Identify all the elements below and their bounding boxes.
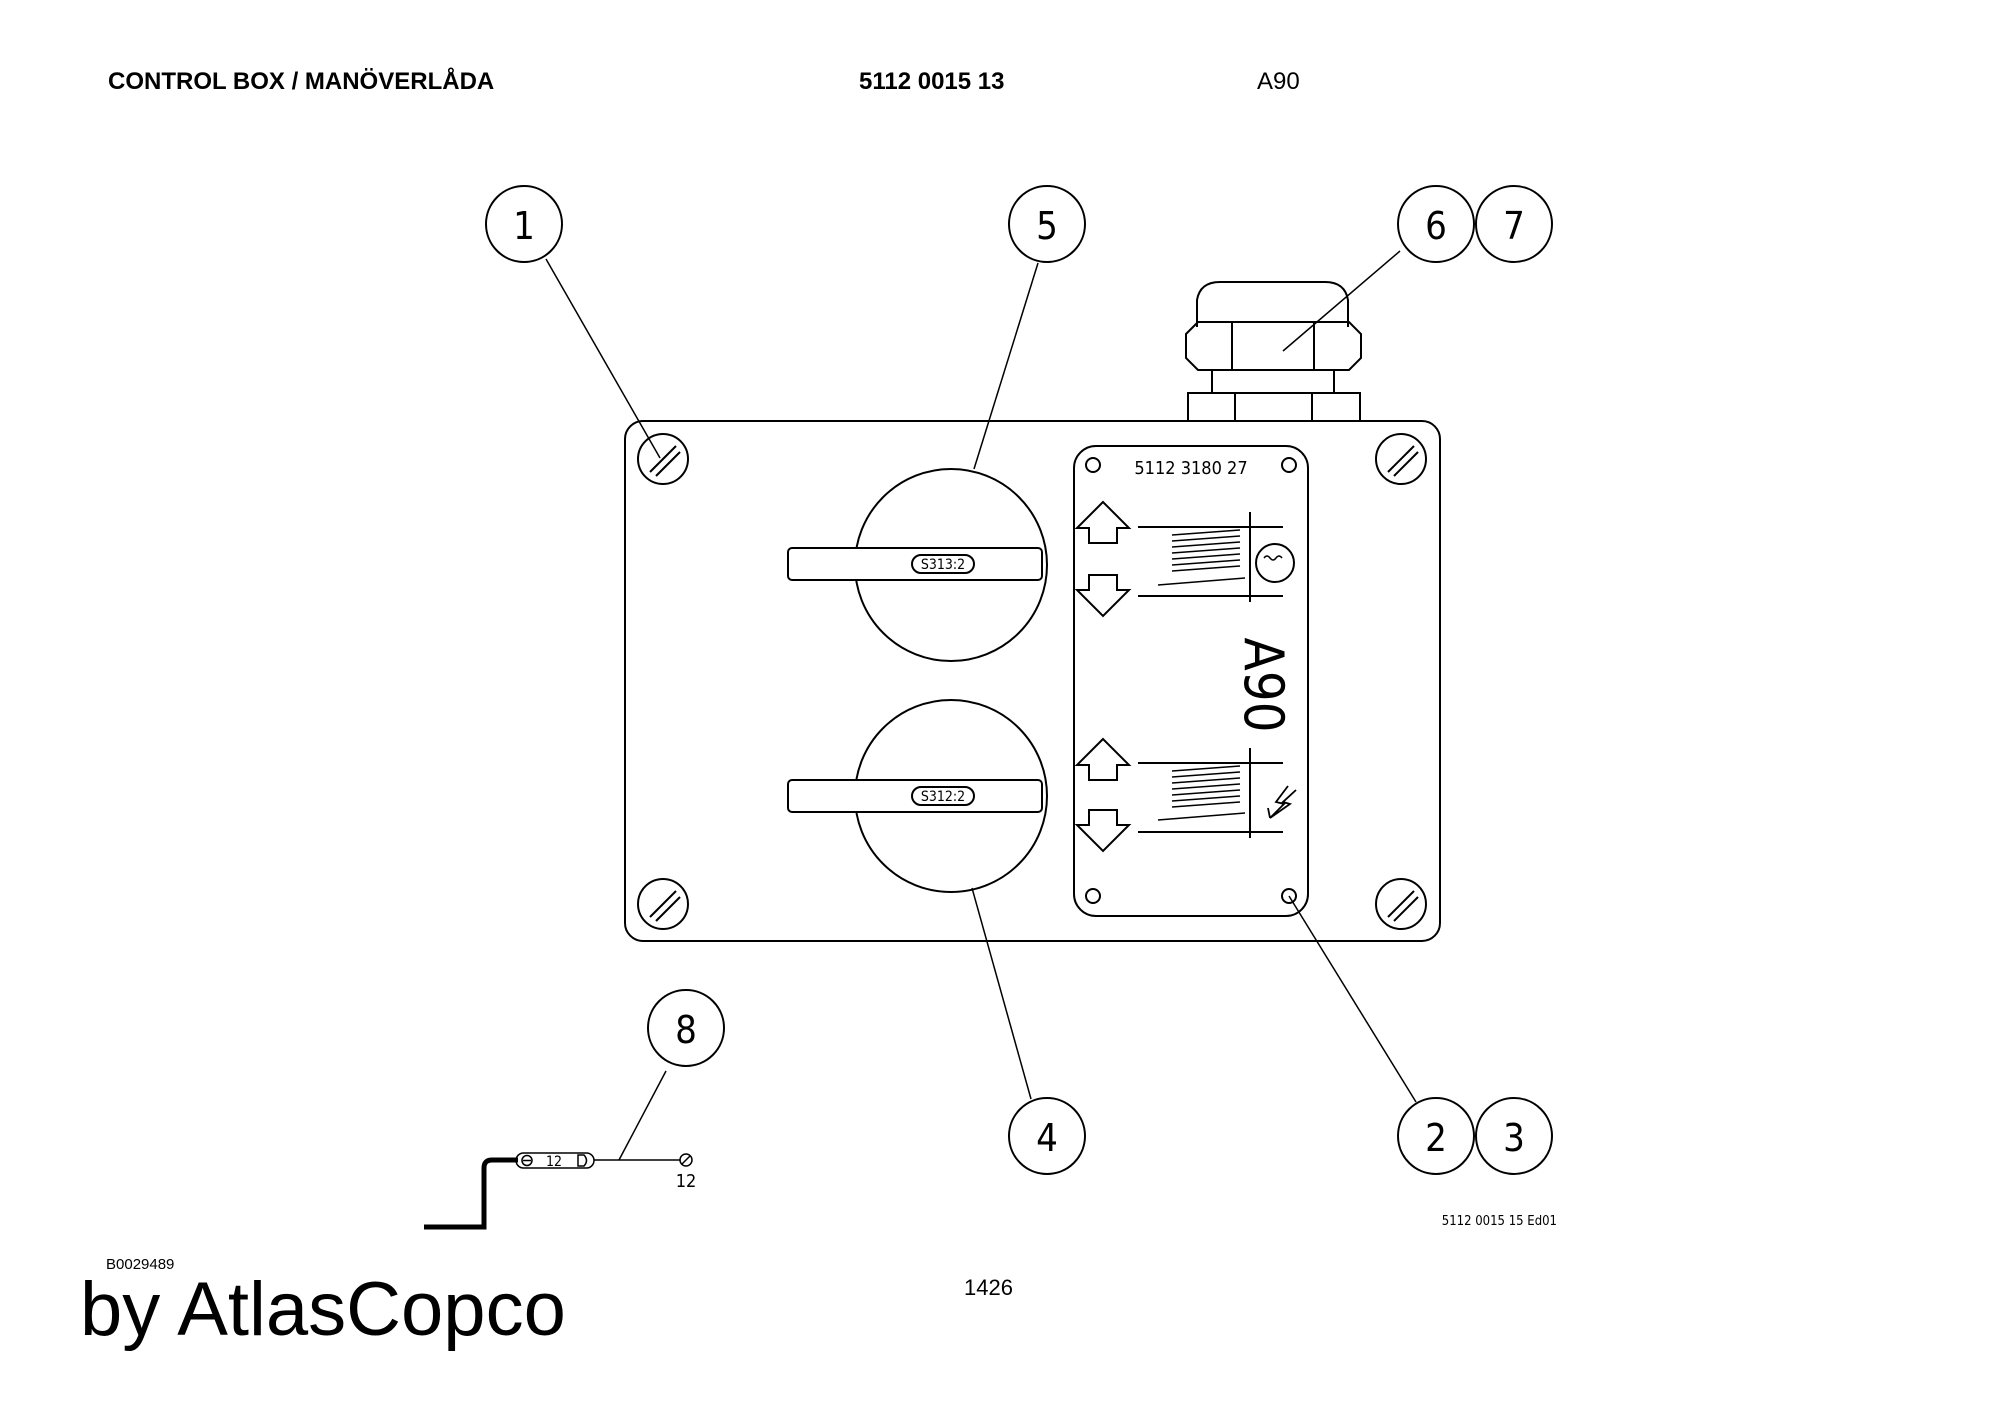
callout-1: 1 (485, 185, 563, 263)
switch-tag: S312:2 (921, 789, 965, 805)
hex-key-detail: 12 12 (424, 1152, 697, 1230)
switch-tag: S313:2 (921, 557, 965, 573)
svg-text:5: 5 (1036, 204, 1058, 248)
screw-icon (637, 433, 689, 485)
callout-6: 6 (1397, 185, 1475, 263)
svg-text:4: 4 (1036, 1116, 1058, 1160)
arrow-up-icon (1074, 500, 1132, 544)
speed-ramp-icon (1157, 765, 1246, 821)
screw-icon (637, 878, 689, 930)
svg-text:6: 6 (1425, 204, 1447, 248)
part-number: 5112 0015 13 (859, 68, 1005, 95)
plate-model: A90 (1232, 637, 1295, 732)
callout-7: 7 (1475, 185, 1553, 263)
reference-code: B0029489 (106, 1256, 175, 1273)
plate-part-number: 5112 3180 27 (1134, 458, 1247, 479)
callout-8: 8 (647, 989, 725, 1067)
page-title: CONTROL BOX / MANÖVERLÅDA (108, 68, 495, 95)
arrow-down-icon (1074, 574, 1132, 618)
svg-text:2: 2 (1425, 1116, 1447, 1160)
label-plate: 5112 3180 27 A90 (1073, 445, 1309, 917)
hex-key-size: 12 (546, 1154, 562, 1170)
cable-gland (1185, 281, 1362, 422)
callout-3: 3 (1475, 1097, 1553, 1175)
brand-watermark: by AtlasCopco (80, 1267, 566, 1352)
svg-text:1: 1 (513, 204, 535, 248)
screw-icon (1375, 878, 1427, 930)
leader-lines (545, 250, 1417, 1161)
drawing-code: 5112 0015 15 Ed01 (1442, 1214, 1557, 1229)
callout-4: 4 (1008, 1097, 1086, 1175)
callout-5: 5 (1008, 185, 1086, 263)
callout-2: 2 (1397, 1097, 1475, 1175)
svg-text:7: 7 (1503, 204, 1525, 248)
model-name: A90 (1257, 68, 1300, 95)
hex-key-end-size: 12 (676, 1171, 697, 1192)
page-number: 1426 (964, 1275, 1013, 1300)
lightning-icon (1267, 785, 1297, 819)
speed-ramp-icon (1157, 529, 1246, 586)
svg-text:8: 8 (675, 1008, 697, 1052)
arrow-up-icon (1074, 737, 1132, 781)
selector-switch-s312: S312:2 (787, 699, 1048, 893)
box-housing (624, 420, 1441, 942)
screw-icon (1375, 433, 1427, 485)
svg-text:3: 3 (1503, 1116, 1525, 1160)
selector-switch-s313: S313:2 (787, 468, 1048, 662)
arrow-down-icon (1074, 809, 1132, 853)
lamp-icon (1255, 543, 1295, 583)
